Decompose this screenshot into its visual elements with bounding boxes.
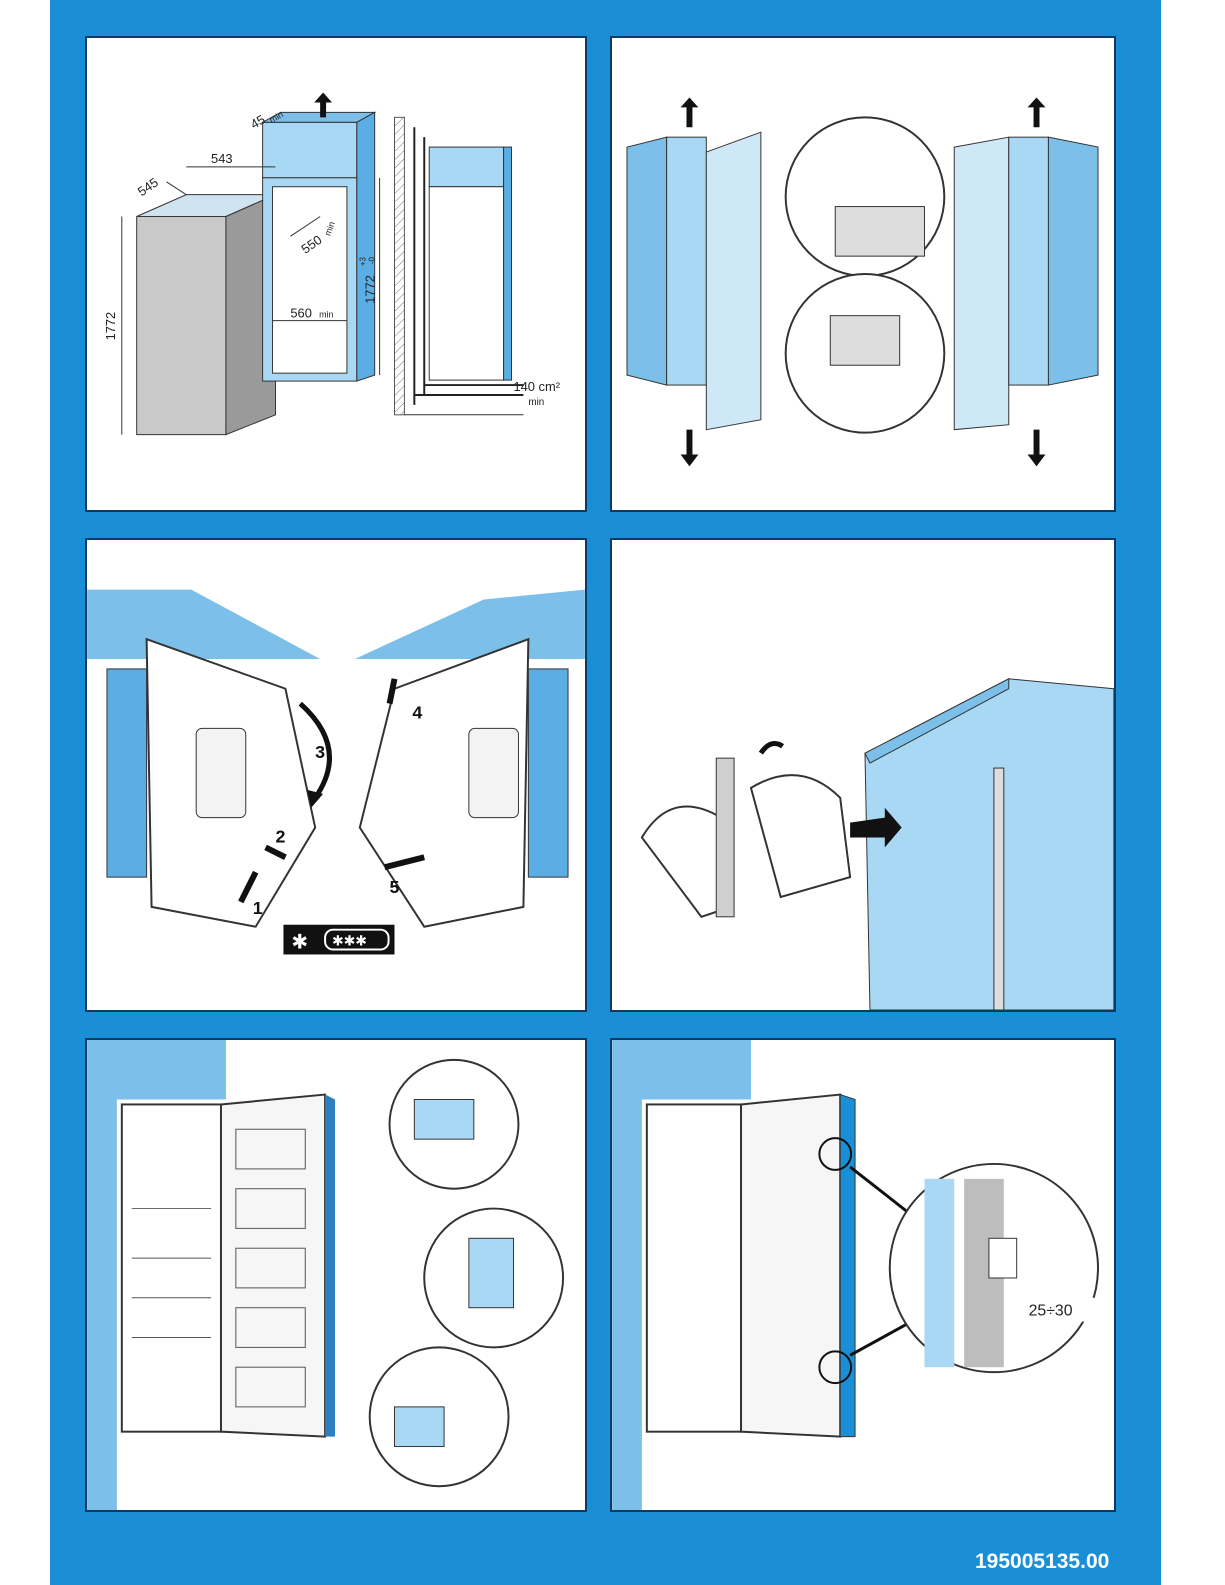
panel-door-reversal <box>610 36 1116 512</box>
door-steps-diagram: 1 2 3 4 5 ✱ ✱✱✱ <box>87 540 585 1010</box>
step-4-label: 4 <box>412 702 422 722</box>
fixing-screws-diagram <box>87 1040 585 1510</box>
step-3-label: 3 <box>315 742 325 762</box>
width-label: 543 <box>211 151 232 166</box>
height-label: 1772 <box>103 312 118 341</box>
vent-area-label: 140 cm² <box>513 379 560 394</box>
niche-width-label: 560 <box>290 306 311 321</box>
niche-width-min-label: min <box>319 310 333 320</box>
seal-strip-diagram <box>612 540 1114 1010</box>
gap-label: 25÷30 <box>1029 1303 1073 1320</box>
panel-fixing-screws <box>85 1038 587 1512</box>
step-1-label: 1 <box>253 898 263 918</box>
freezer-star-icon: ✱ <box>291 932 308 954</box>
door-reversal-diagram <box>612 38 1114 510</box>
freezer-rating-badge: ✱ ✱✱✱ <box>283 925 394 955</box>
freezer-rating-stars: ✱✱✱ <box>332 933 367 949</box>
step-2-label: 2 <box>276 826 286 846</box>
panel-door-gap: 25÷30 <box>610 1038 1116 1512</box>
panel-installation-dimensions: 545 543 45 min 1772 550 min 1772 +3 -0 5… <box>85 36 587 512</box>
niche-tol-upper-label: +3 <box>359 256 368 266</box>
instruction-sheet: 545 543 45 min 1772 550 min 1772 +3 -0 5… <box>50 0 1161 1585</box>
panel-door-adjustment-steps: 1 2 3 4 5 ✱ ✱✱✱ <box>85 538 587 1012</box>
door-gap-diagram: 25÷30 <box>612 1040 1114 1510</box>
niche-height-label: 1772 <box>363 275 378 304</box>
dimensions-diagram: 545 543 45 min 1772 550 min 1772 +3 -0 5… <box>87 38 585 510</box>
vent-area-min-label: min <box>528 397 544 408</box>
panel-seal-strip <box>610 538 1116 1012</box>
step-5-label: 5 <box>390 877 400 897</box>
document-number: 195005135.00 <box>975 1550 1109 1574</box>
niche-tol-lower-label: -0 <box>368 256 377 264</box>
depth-label: 545 <box>135 175 161 200</box>
